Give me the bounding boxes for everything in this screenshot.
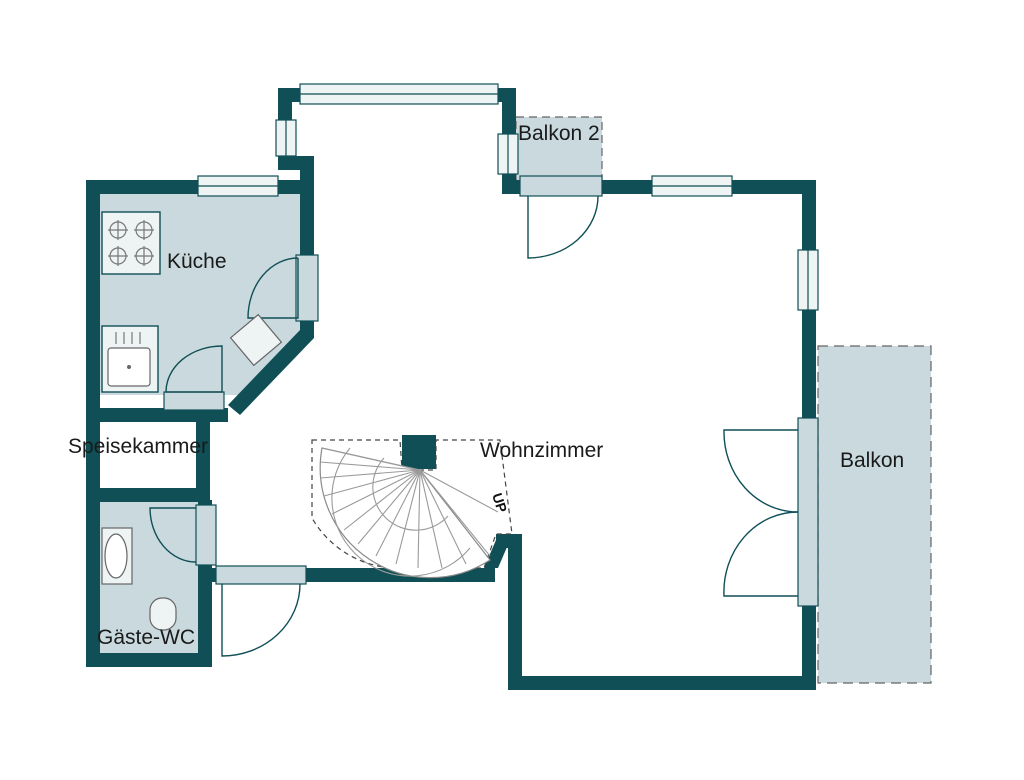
room-label-guest-wc: Gäste-WC [97,626,195,649]
door-frame [163,391,225,411]
kitchen-fixtures [101,211,283,393]
door-swing [527,195,599,259]
wall [508,534,522,690]
wall [86,180,100,667]
balcony-2-floor [515,116,603,181]
wall [278,156,314,170]
kitchen-counter-box [229,313,283,367]
toilet [149,597,177,631]
door-frame [195,504,217,566]
wc-fixtures [101,527,177,631]
door-swing [723,429,799,513]
door-frame [797,417,819,607]
door-swing [221,583,301,657]
chimney [402,435,436,469]
windows [197,83,819,311]
wall [86,488,210,502]
room-label-balcony: Balkon [840,449,904,472]
spiral-staircase: UP [311,439,513,579]
door-frame [519,175,603,197]
room-label-kitchen: Küche [167,250,227,273]
wall [228,330,314,415]
room-label-living-room: Wohnzimmer [480,439,603,462]
door-swings [149,195,799,657]
room-label-pantry: Speisekammer [68,435,208,458]
wall [86,653,212,667]
door-swing [165,345,223,393]
room-label-balcony-2: Balkon 2 [518,122,600,145]
balcony-floor [817,345,932,684]
door-frames [163,175,819,607]
door-frame [215,565,307,585]
stair-direction-label: UP [489,491,510,514]
wall [508,676,816,690]
door-swing [723,511,799,597]
wall [196,405,210,501]
room-labels: Küche Speisekammer Wohnzimmer Gäste-WC B… [68,122,904,649]
door-swing [247,257,299,319]
door-frame [295,254,319,322]
door-swing [149,507,197,563]
stove [101,211,161,275]
